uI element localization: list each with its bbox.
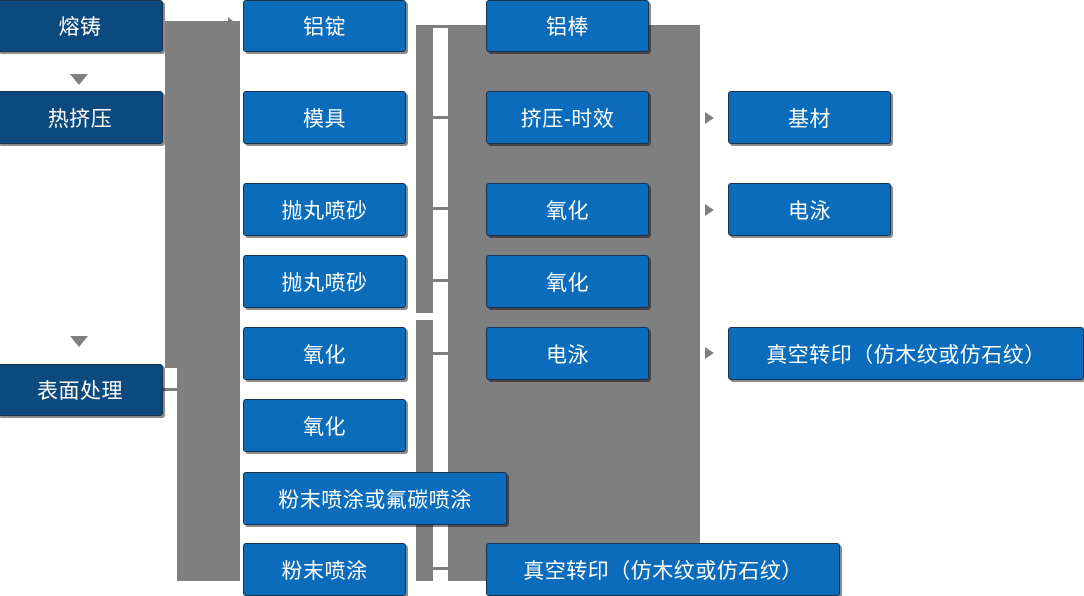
output-label-vacuum: 真空转印（仿木纹或仿石纹） xyxy=(766,343,1046,367)
detail-box-extrude-age[interactable]: 挤压-时效 xyxy=(486,91,649,144)
stage-label-melting: 熔铸 xyxy=(58,16,102,39)
arrow-right-icon-c2-1 xyxy=(228,17,239,35)
stage-box-melting[interactable]: 熔铸 xyxy=(0,0,163,52)
stage-label-surface: 表面处理 xyxy=(37,380,123,403)
arrow-right-icon-c2-8 xyxy=(228,560,239,578)
stage-label-extrude: 热挤压 xyxy=(47,107,113,131)
process-box-powder[interactable]: 粉末喷涂 xyxy=(243,543,406,596)
arrow-down-icon-melting xyxy=(70,74,88,85)
arrow-right-icon-c4-1 xyxy=(705,112,714,124)
tick-mid-2 xyxy=(433,116,449,119)
detail-label-bar: 铝棒 xyxy=(546,16,589,39)
trunk-mid-thin-lower xyxy=(416,320,433,581)
process-box-oxidation-1[interactable]: 氧化 xyxy=(243,327,406,380)
output-label-substrate: 基材 xyxy=(788,107,831,131)
detail-label-oxidation-2: 氧化 xyxy=(546,271,589,295)
process-label-shotblast-2: 抛丸喷砂 xyxy=(281,271,368,295)
stage-box-surface[interactable]: 表面处理 xyxy=(0,364,163,416)
trunk-left-lower xyxy=(177,368,240,581)
tick-mid-1 xyxy=(433,25,449,28)
trunk-left-upper xyxy=(165,21,240,368)
arrow-right-icon-c2-4 xyxy=(228,272,239,290)
tick-mid-4 xyxy=(433,279,449,282)
detail-label-oxidation-1: 氧化 xyxy=(546,199,589,223)
output-label-electro: 电泳 xyxy=(788,199,831,223)
stage-box-extrude[interactable]: 热挤压 xyxy=(0,91,163,144)
process-box-ingot[interactable]: 铝锭 xyxy=(243,0,406,52)
output-box-electro[interactable]: 电泳 xyxy=(728,183,891,236)
arrow-right-icon-c4-3 xyxy=(705,347,714,359)
arrow-right-icon-c2-7 xyxy=(228,489,239,507)
detail-label-extrude-age: 挤压-时效 xyxy=(520,107,615,131)
detail-label-electro: 电泳 xyxy=(546,343,589,367)
output-box-vacuum[interactable]: 真空转印（仿木纹或仿石纹） xyxy=(728,327,1084,380)
arrow-right-icon-c2-5 xyxy=(228,344,239,362)
process-label-shotblast-1: 抛丸喷砂 xyxy=(281,199,368,223)
arrow-right-icon-c2-2 xyxy=(228,108,239,126)
process-label-powder-fluoro: 粉末喷涂或氟碳喷涂 xyxy=(278,488,472,512)
process-box-shotblast-2[interactable]: 抛丸喷砂 xyxy=(243,255,406,308)
detail-label-vacuum: 真空转印（仿木纹或仿石纹） xyxy=(523,559,803,583)
process-box-powder-fluoro[interactable]: 粉末喷涂或氟碳喷涂 xyxy=(243,472,507,525)
detail-box-oxidation-2[interactable]: 氧化 xyxy=(486,255,649,308)
tick-mid-6 xyxy=(433,567,449,570)
trunk-mid-thin-upper xyxy=(416,25,433,313)
detail-box-electro[interactable]: 电泳 xyxy=(486,327,649,380)
process-box-mould[interactable]: 模具 xyxy=(243,91,406,144)
process-box-shotblast-1[interactable]: 抛丸喷砂 xyxy=(243,183,406,236)
tick-mid-3 xyxy=(433,207,449,210)
arrow-right-icon-c2-6 xyxy=(228,416,239,434)
output-box-substrate[interactable]: 基材 xyxy=(728,91,891,144)
detail-box-bar[interactable]: 铝棒 xyxy=(486,0,649,52)
detail-box-oxidation-1[interactable]: 氧化 xyxy=(486,183,649,236)
process-label-ingot: 铝锭 xyxy=(303,16,346,39)
tick-mid-5 xyxy=(433,352,449,355)
process-label-oxidation-1: 氧化 xyxy=(303,343,346,367)
process-label-oxidation-2: 氧化 xyxy=(303,415,346,439)
process-label-mould: 模具 xyxy=(303,107,346,131)
process-label-powder: 粉末喷涂 xyxy=(281,559,368,583)
process-box-oxidation-2[interactable]: 氧化 xyxy=(243,399,406,452)
arrow-right-icon-c4-2 xyxy=(705,204,714,216)
arrow-right-icon-c2-3 xyxy=(228,200,239,218)
arrow-down-icon-surface xyxy=(70,336,88,347)
detail-box-vacuum[interactable]: 真空转印（仿木纹或仿石纹） xyxy=(486,543,840,596)
stem-surface-to-trunk xyxy=(163,388,179,391)
